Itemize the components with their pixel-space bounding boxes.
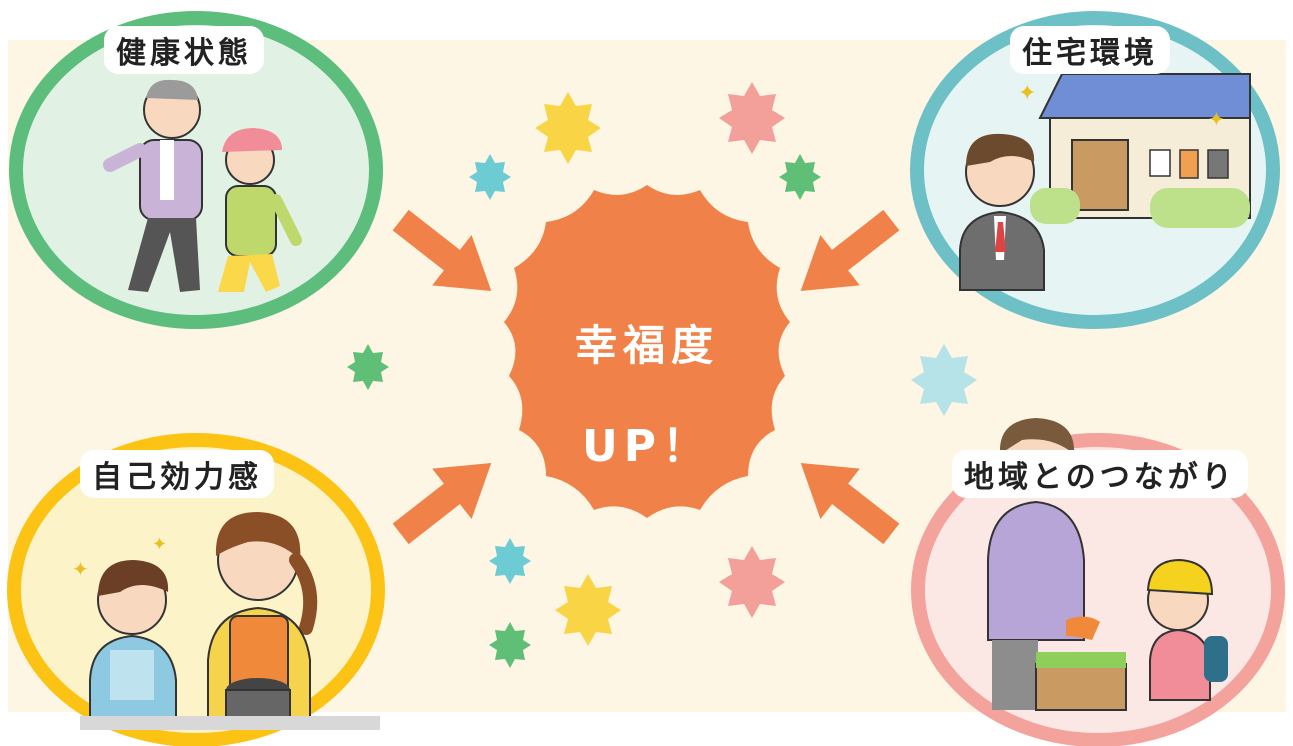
- center-subtitle: UP！: [582, 421, 712, 472]
- label-housing: 住宅環境: [1010, 26, 1170, 74]
- decorative-stars: [347, 82, 977, 668]
- svg-text:✦: ✦: [152, 534, 167, 555]
- cooking-mother-child-icon: ✦ ✦: [72, 512, 380, 730]
- arrow-from-health: [380, 194, 511, 317]
- arrow-from-community: [781, 437, 912, 560]
- label-efficacy: 自己効力感: [80, 450, 274, 498]
- health-circle: [9, 11, 383, 329]
- arrow-from-efficacy: [380, 437, 511, 560]
- star-teal: [469, 154, 511, 200]
- star-pink: [719, 546, 785, 618]
- neighbor-greeting-icon: [987, 418, 1228, 711]
- house-man-icon: ✦ ✦: [959, 73, 1251, 291]
- svg-text:✦: ✦: [1018, 81, 1036, 106]
- center-title: 幸福度: [574, 321, 719, 370]
- housing-circle: ✦ ✦: [910, 11, 1280, 329]
- community-circle: [911, 418, 1285, 746]
- svg-text:✦: ✦: [1208, 107, 1225, 131]
- star-lightblue: [911, 344, 977, 416]
- star-pink: [719, 82, 785, 154]
- svg-text:✦: ✦: [72, 557, 89, 581]
- label-health: 健康状態: [104, 26, 264, 74]
- efficacy-circle: ✦ ✦: [7, 433, 385, 746]
- star-green: [347, 344, 389, 390]
- arrow-from-housing: [781, 194, 912, 317]
- star-yellow: [555, 574, 621, 646]
- star-teal: [489, 538, 531, 584]
- label-community: 地域とのつながり: [952, 450, 1248, 498]
- jogging-couple-icon: [103, 79, 302, 292]
- star-green: [489, 622, 531, 668]
- star-yellow: [535, 92, 601, 164]
- star-green: [779, 154, 821, 200]
- center-burst: [504, 185, 790, 518]
